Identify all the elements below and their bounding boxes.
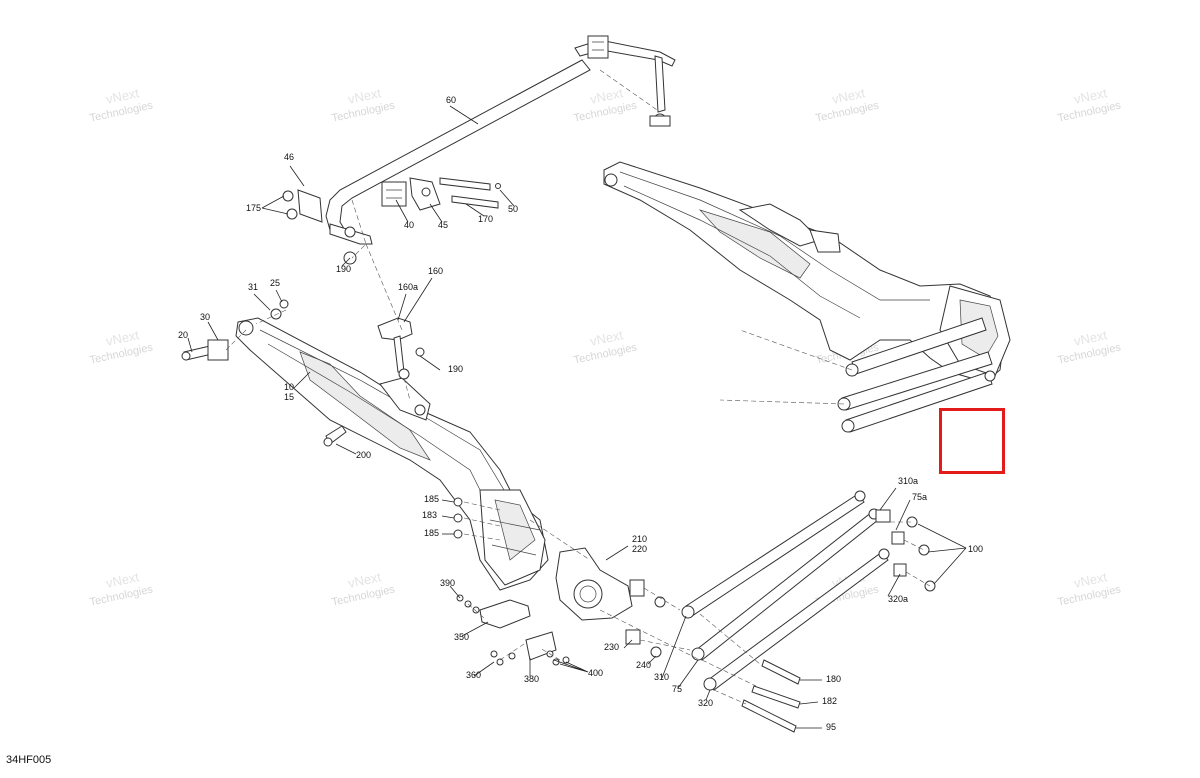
trailing-arm-right [603, 161, 1011, 433]
svg-text:vNext: vNext [105, 85, 141, 107]
callout-350: 350 [454, 632, 469, 642]
callout-75a: 75a [912, 492, 927, 502]
callout-75: 75 [672, 684, 682, 694]
callout-182: 182 [822, 696, 837, 706]
callout-310a: 310a [898, 476, 918, 486]
callout-160: 160 [428, 266, 443, 276]
callout-45: 45 [438, 220, 448, 230]
callout-320: 320 [698, 698, 713, 708]
callout-95: 95 [826, 722, 836, 732]
callout-60: 60 [446, 95, 456, 105]
callout-46: 46 [284, 152, 294, 162]
trailing-arm-left [235, 317, 549, 591]
callout-230: 230 [604, 642, 619, 652]
callout-185: 185 [424, 528, 439, 538]
callout-360: 360 [466, 670, 481, 680]
callout-10: 10 [284, 382, 294, 392]
svg-text:vNext: vNext [1073, 327, 1109, 349]
callout-183: 183 [422, 510, 437, 520]
callout-50: 50 [508, 204, 518, 214]
svg-text:vNext: vNext [589, 85, 625, 107]
knuckle-assembly [555, 547, 666, 658]
svg-text:vNext: vNext [589, 327, 625, 349]
reference-code: 34HF005 [6, 754, 52, 766]
callout-20: 20 [178, 330, 188, 340]
callout-175: 175 [246, 203, 261, 213]
callout-320a: 320a [888, 594, 908, 604]
callout-31: 31 [248, 282, 258, 292]
sway-bar-assembly [282, 35, 676, 265]
svg-text:vNext: vNext [347, 569, 383, 591]
lateral-links [681, 490, 936, 733]
callout-40: 40 [404, 220, 414, 230]
svg-text:vNext: vNext [831, 85, 867, 107]
svg-text:vNext: vNext [1073, 85, 1109, 107]
callout-220: 220 [632, 544, 647, 554]
svg-text:vNext: vNext [1073, 569, 1109, 591]
callout-190: 190 [448, 364, 463, 374]
leader-lines [187, 105, 967, 729]
callout-100: 100 [968, 544, 983, 554]
callout-210: 210 [632, 534, 647, 544]
callout-15: 15 [284, 392, 294, 402]
callout-200: 200 [356, 450, 371, 460]
callout-240: 240 [636, 660, 651, 670]
callout-25: 25 [270, 278, 280, 288]
assembly-guide-lines [225, 69, 931, 705]
callout-170: 170 [478, 214, 493, 224]
callout-160a: 160a [398, 282, 418, 292]
callout-390: 390 [440, 578, 455, 588]
svg-text:vNext: vNext [105, 569, 141, 591]
callout-400: 400 [588, 668, 603, 678]
highlight-box [939, 408, 1005, 474]
callout-180: 180 [826, 674, 841, 684]
callout-310: 310 [654, 672, 669, 682]
callout-190: 190 [336, 264, 351, 274]
bracket-assembly [456, 594, 570, 666]
callout-185: 185 [424, 494, 439, 504]
svg-text:vNext: vNext [105, 327, 141, 349]
bolts-left-cluster [181, 299, 463, 539]
callout-380: 380 [524, 674, 539, 684]
callout-30: 30 [200, 312, 210, 322]
svg-text:vNext: vNext [347, 85, 383, 107]
